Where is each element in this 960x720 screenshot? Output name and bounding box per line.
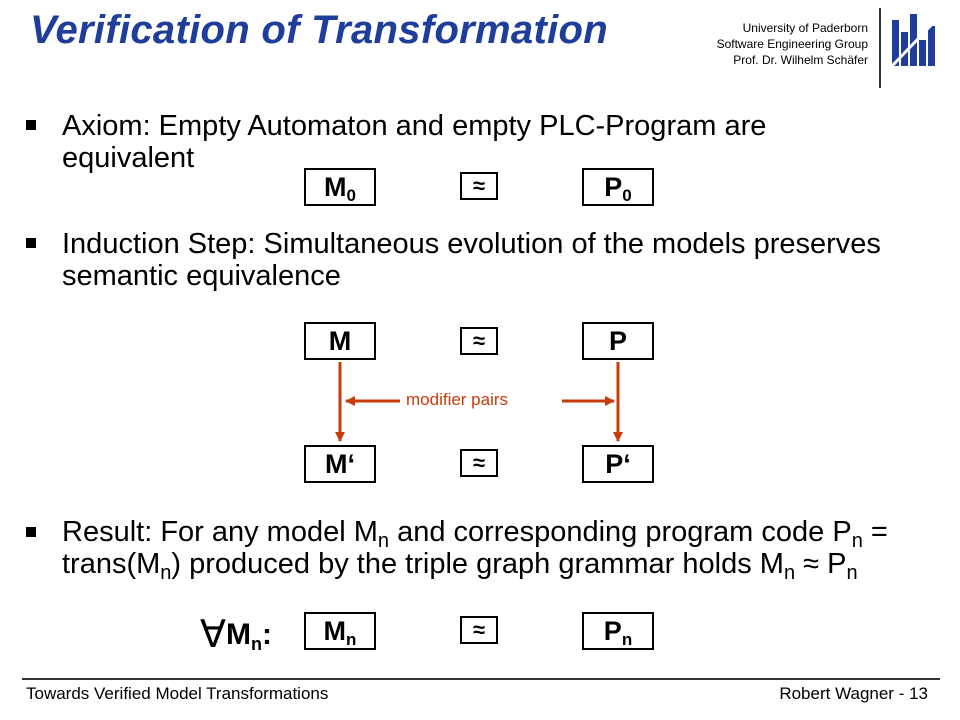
- approx-box-2: ≈: [460, 449, 498, 477]
- professor-name: Prof. Dr. Wilhelm Schäfer: [733, 53, 868, 67]
- forall-icon: ∀: [200, 614, 226, 656]
- forall-mn-label: ∀Mn:: [200, 614, 272, 656]
- approx-box-0: ≈: [460, 172, 498, 200]
- bullet-marker: [26, 527, 40, 541]
- group-name: Software Engineering Group: [716, 37, 868, 51]
- result-text: Result: For any model Mn and correspondi…: [62, 516, 888, 584]
- box-m-prime: M‘: [304, 445, 376, 483]
- box-p: P: [582, 322, 654, 360]
- university-name: University of Paderborn: [742, 21, 868, 35]
- footer-author-page: Robert Wagner - 13: [779, 684, 928, 703]
- box-mn: Mn: [304, 612, 376, 650]
- footer-title: Towards Verified Model Transformations: [26, 684, 329, 703]
- axiom-text: Axiom: Empty Automaton and empty PLC-Pro…: [62, 110, 767, 174]
- modifier-pairs-label: modifier pairs: [406, 390, 509, 409]
- institution-info: University of Paderborn Software Enginee…: [608, 20, 868, 68]
- bullet-marker: [26, 238, 40, 252]
- box-m0: M0: [304, 168, 376, 206]
- bullet-marker: [26, 120, 40, 134]
- header-divider: [879, 8, 881, 88]
- box-p0: P0: [582, 168, 654, 206]
- approx-box-1: ≈: [460, 327, 498, 355]
- box-p-prime: P‘: [582, 445, 654, 483]
- university-logo-icon: [890, 14, 940, 68]
- approx-box-3: ≈: [460, 616, 498, 644]
- page-title: Verification of Transformation: [30, 8, 608, 52]
- footer-divider: [22, 678, 940, 680]
- induction-text: Induction Step: Simultaneous evolution o…: [62, 228, 881, 292]
- box-m: M: [304, 322, 376, 360]
- box-pn: Pn: [582, 612, 654, 650]
